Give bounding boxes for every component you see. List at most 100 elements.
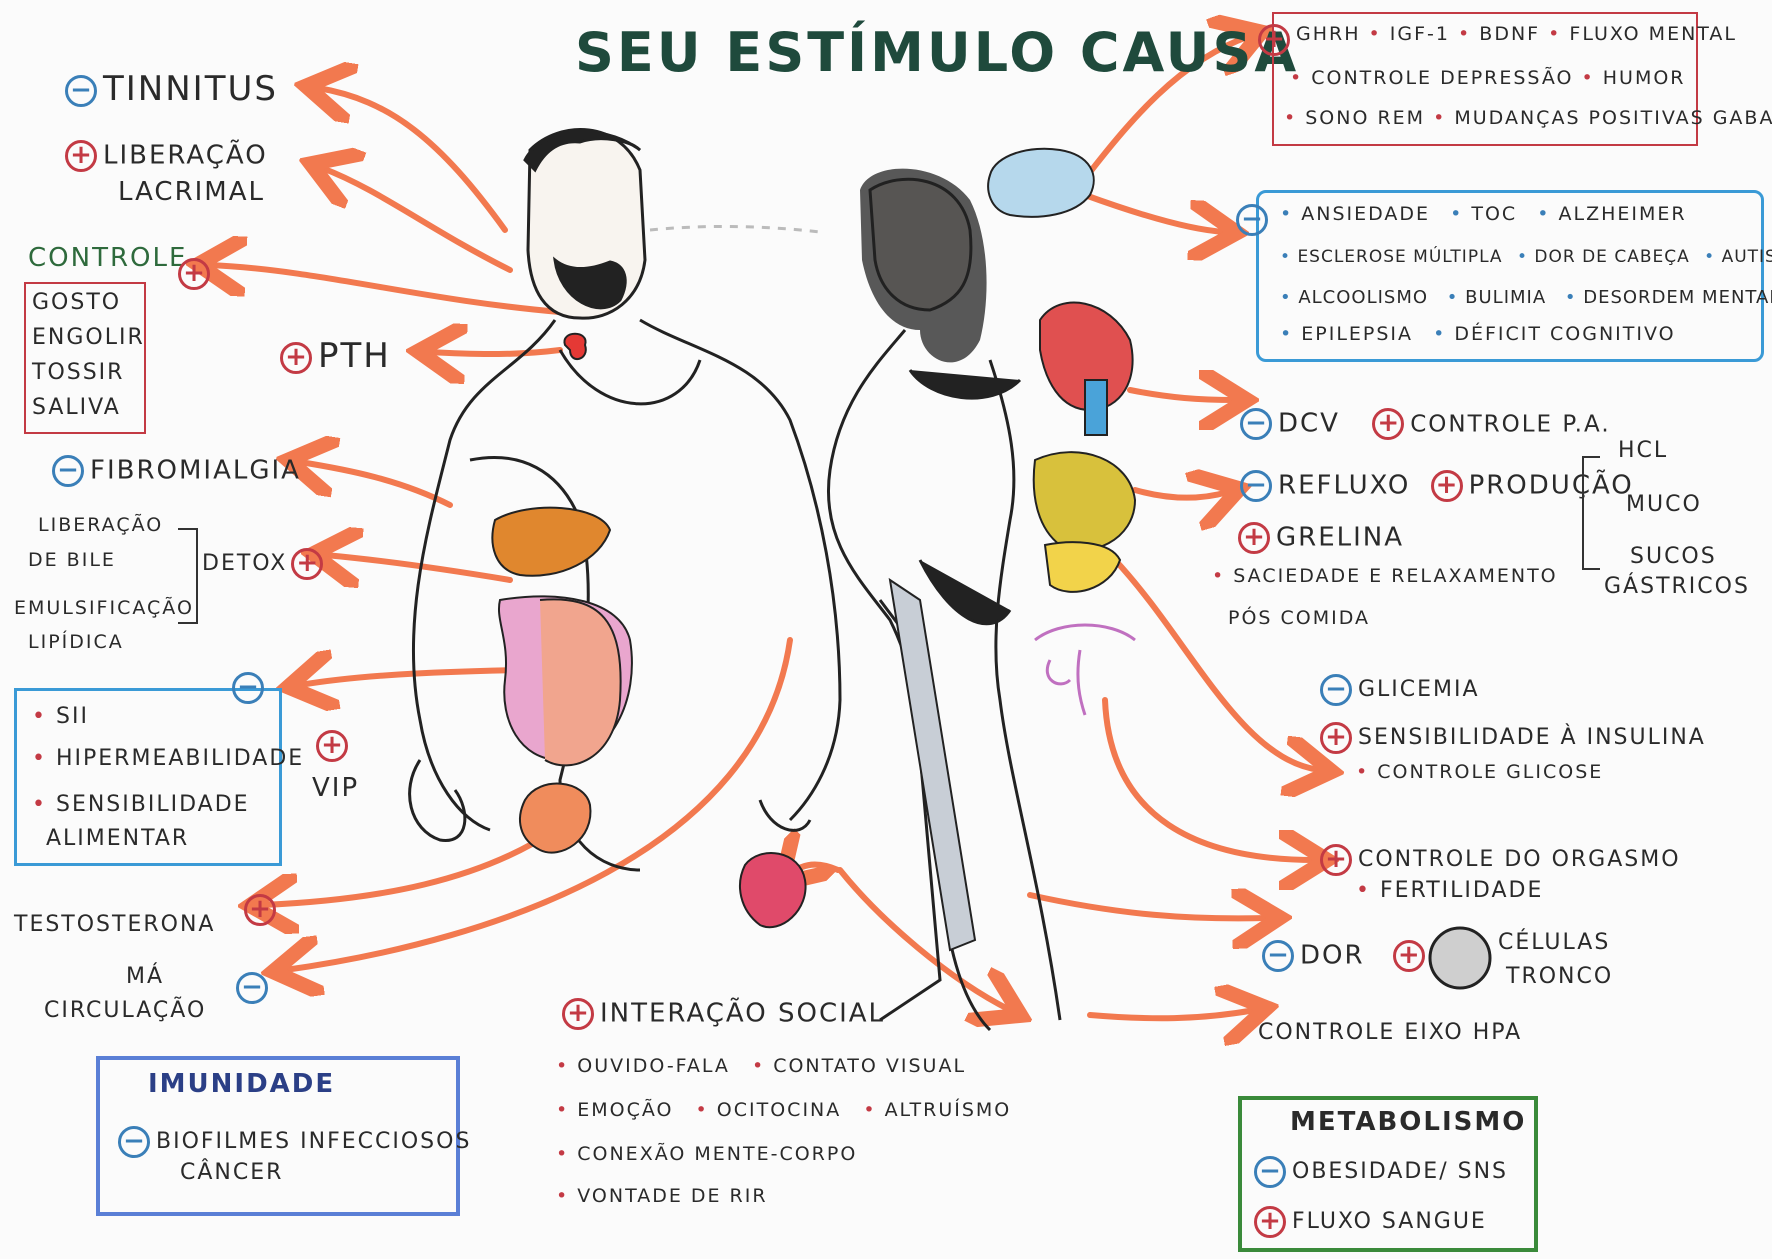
lacrimal-item: +LIBERAÇÃO bbox=[65, 140, 268, 172]
arrow-heart bbox=[1130, 390, 1235, 400]
imunidade-item: −BIOFILMES INFECCIOSOS bbox=[118, 1126, 471, 1158]
dcv-row: −DCV +CONTROLE P.A. bbox=[1240, 408, 1611, 440]
stomach-shape bbox=[1034, 452, 1135, 550]
neuro-item: DESORDEM MENTAL bbox=[1583, 287, 1772, 308]
plus-icon: + bbox=[1258, 24, 1290, 56]
orgasmo-row: +CONTROLE DO ORGASMO bbox=[1320, 844, 1681, 876]
page-title: SEU ESTÍMULO CAUSA bbox=[575, 22, 1299, 84]
social-item: CONEXÃO MENTE-CORPO bbox=[577, 1143, 857, 1165]
producao-item: SUCOS bbox=[1630, 544, 1717, 569]
plus-icon: + bbox=[1372, 408, 1404, 440]
brain-row: • CONTROLE DEPRESSÃO • HUMOR bbox=[1290, 68, 1686, 90]
colon-shape bbox=[540, 599, 621, 765]
hpa-label: CONTROLE EIXO HPA bbox=[1258, 1020, 1522, 1045]
minus-icon: − bbox=[1254, 1156, 1286, 1188]
neuro-row: • ALCOOLISMO • BULIMIA • DESORDEM MENTAL bbox=[1280, 288, 1772, 309]
refluxo-label: REFLUXO bbox=[1278, 471, 1410, 501]
arrow-testosterona bbox=[262, 830, 555, 905]
neuro-item: DOR DE CABEÇA bbox=[1534, 247, 1689, 267]
brain-item: GHRH bbox=[1296, 23, 1361, 45]
plus-icon: + bbox=[1431, 470, 1463, 502]
fertilidade-row: • FERTILIDADE bbox=[1356, 878, 1543, 903]
detox-item-row: DETOX+ bbox=[202, 548, 329, 580]
plus-icon: + bbox=[244, 894, 276, 926]
dcv-label: DCV bbox=[1278, 409, 1340, 439]
arrow-tinnitus bbox=[318, 88, 505, 230]
metabolismo-title: METABOLISMO bbox=[1290, 1108, 1526, 1138]
controle-pa-label: CONTROLE P.A. bbox=[1410, 412, 1610, 438]
minus-icon: − bbox=[1240, 408, 1272, 440]
minus-icon: − bbox=[52, 455, 84, 487]
neuro-row: • ESCLEROSE MÚLTIPLA • DOR DE CABEÇA • A… bbox=[1280, 248, 1772, 268]
fibromialgia-item: −FIBROMIALGIA bbox=[52, 455, 301, 487]
producao-bracket bbox=[1582, 456, 1600, 570]
arrow-pth bbox=[430, 350, 560, 354]
minus-icon: − bbox=[1240, 470, 1272, 502]
fertilidade-label: FERTILIDADE bbox=[1380, 878, 1543, 903]
arrow-lacrimal bbox=[322, 168, 510, 270]
imunidade-line1: BIOFILMES INFECCIOSOS bbox=[156, 1129, 471, 1154]
gut-item-label: ALIMENTAR bbox=[46, 826, 189, 851]
liver-shape bbox=[492, 508, 610, 576]
pth-item: +PTH bbox=[280, 337, 391, 376]
glicemia-row: −GLICEMIA bbox=[1320, 674, 1480, 706]
uterus-shape bbox=[1035, 625, 1135, 715]
plus-icon: + bbox=[65, 140, 97, 172]
grelina-row: +GRELINA bbox=[1238, 522, 1404, 554]
thyroid-shape bbox=[564, 334, 585, 359]
saciedade-label-2: PÓS COMIDA bbox=[1228, 608, 1370, 630]
lacrimal-label-2: LACRIMAL bbox=[118, 178, 265, 208]
controle-item: SALIVA bbox=[32, 395, 121, 420]
brain-item: BDNF bbox=[1479, 23, 1540, 45]
gut-item: • SENSIBILIDADE bbox=[32, 792, 250, 817]
arrow-brain-down bbox=[1085, 195, 1225, 232]
plus-icon: + bbox=[1238, 522, 1270, 554]
glicemia-label: GLICEMIA bbox=[1358, 677, 1480, 702]
grelina-label: GRELINA bbox=[1276, 523, 1404, 553]
controle-item: GOSTO bbox=[32, 290, 121, 315]
controle-glicose-label: CONTROLE GLICOSE bbox=[1377, 761, 1603, 783]
neuro-item: ALCOOLISMO bbox=[1298, 287, 1428, 308]
orgasmo-label: CONTROLE DO ORGASMO bbox=[1358, 847, 1681, 872]
plus-icon: + bbox=[280, 342, 312, 374]
brain-item: MUDANÇAS POSITIVAS GABA bbox=[1454, 107, 1772, 129]
arrow-uterus bbox=[1105, 700, 1315, 860]
minus-icon: − bbox=[65, 75, 97, 107]
social-title: INTERAÇÃO SOCIAL bbox=[600, 999, 885, 1029]
sensibilidade-label: SENSIBILIDADE À INSULINA bbox=[1358, 725, 1706, 750]
arrow-pancreas bbox=[1115, 560, 1320, 770]
social-item: EMOÇÃO bbox=[577, 1099, 673, 1121]
plus-icon: + bbox=[291, 548, 323, 580]
brain-item: HUMOR bbox=[1603, 67, 1686, 89]
brain-row: GHRH • IGF-1 • BDNF • FLUXO MENTAL bbox=[1296, 24, 1737, 46]
dor-label: DOR bbox=[1300, 941, 1365, 971]
minus-icon: − bbox=[1236, 204, 1268, 236]
social-item: OCITOCINA bbox=[717, 1099, 841, 1121]
social-row: • VONTADE DE RIR bbox=[556, 1186, 768, 1208]
neuro-item: EPILEPSIA bbox=[1301, 323, 1413, 345]
neuro-item: ALZHEIMER bbox=[1558, 203, 1686, 225]
detox-bracket bbox=[178, 528, 198, 624]
plus-icon: + bbox=[178, 258, 210, 290]
producao-item: GÁSTRICOS bbox=[1604, 574, 1750, 599]
celulas-label-1: CÉLULAS bbox=[1498, 930, 1610, 955]
neuro-item: BULIMIA bbox=[1465, 287, 1546, 308]
minus-icon: − bbox=[236, 972, 268, 1004]
social-item: CONTATO VISUAL bbox=[773, 1055, 966, 1077]
ma-circ-label-1: MÁ bbox=[126, 964, 164, 989]
celulas-label-2: TRONCO bbox=[1506, 964, 1613, 989]
lacrimal-label-1: LIBERAÇÃO bbox=[103, 141, 268, 171]
ma-circ-label-2: CIRCULAÇÃO bbox=[44, 998, 206, 1023]
testosterona-label: TESTOSTERONA bbox=[14, 912, 215, 937]
gut-item: • HIPERMEABILIDADE bbox=[32, 746, 304, 771]
plus-icon: + bbox=[1393, 940, 1425, 972]
plus-icon: + bbox=[1320, 844, 1352, 876]
plus-icon: + bbox=[1320, 722, 1352, 754]
tinnitus-label: TINNITUS bbox=[103, 69, 278, 109]
brain-row: • SONO REM • MUDANÇAS POSITIVAS GABA bbox=[1284, 108, 1772, 130]
brain-item: FLUXO MENTAL bbox=[1569, 23, 1737, 45]
controle-glicose-row: • CONTROLE GLICOSE bbox=[1356, 762, 1603, 784]
fibromialgia-label: FIBROMIALGIA bbox=[90, 456, 301, 486]
arrow-gut bbox=[300, 670, 520, 685]
detox-item: LIBERAÇÃO bbox=[38, 515, 163, 537]
